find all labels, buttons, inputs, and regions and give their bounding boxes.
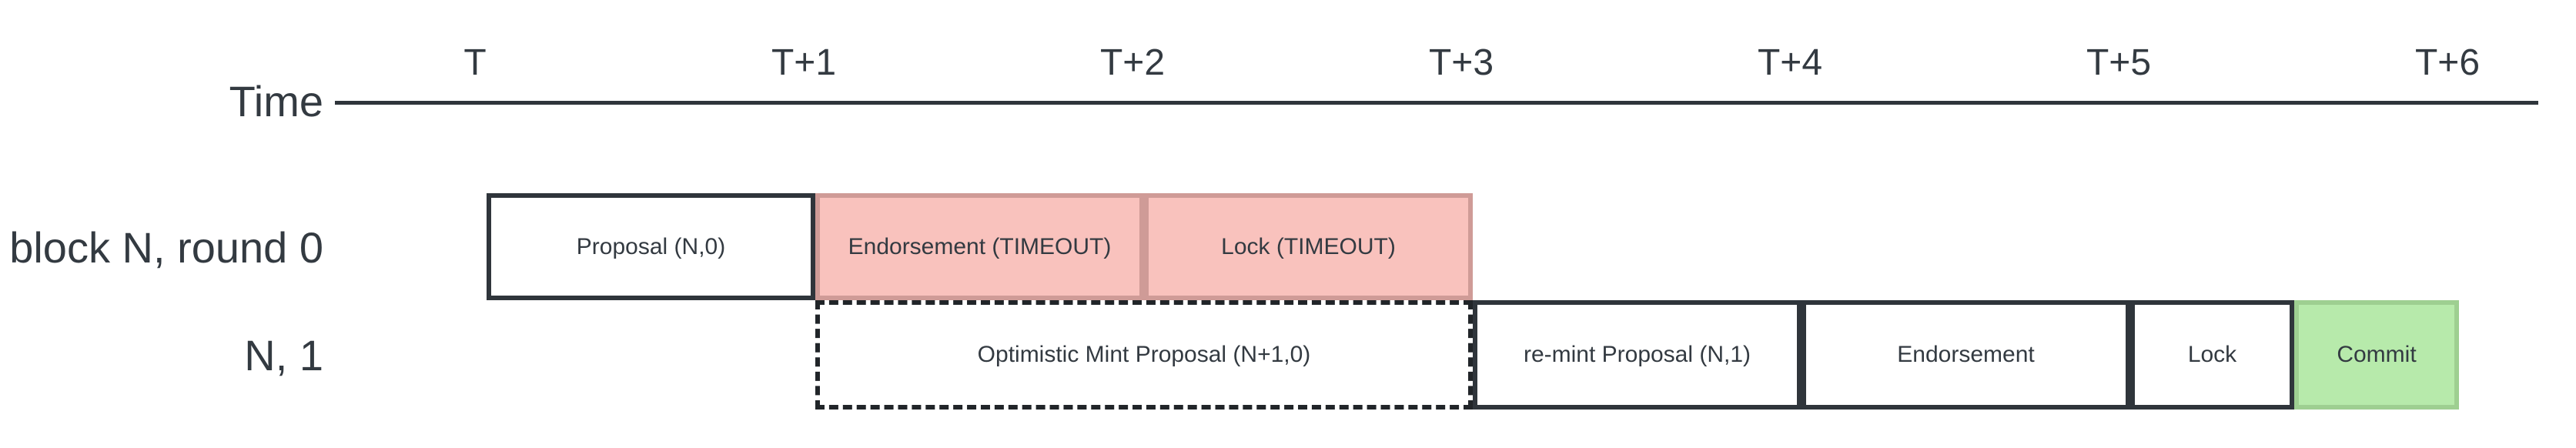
tick-label-t2: T+2: [1099, 42, 1166, 83]
tick-label-t1: T+1: [771, 42, 837, 83]
phase-box-remint-proposal: re-mint Proposal (N,1): [1473, 300, 1802, 410]
row-label-block-n-round-0: block N, round 0: [9, 223, 323, 272]
phase-box-proposal-n0: Proposal (N,0): [487, 193, 815, 300]
phase-box-optimistic-mint-proposal: Optimistic Mint Proposal (N+1,0): [815, 300, 1473, 410]
phase-box-commit: Commit: [2294, 300, 2459, 410]
phase-box-label: Commit: [2337, 342, 2417, 367]
phase-box-label: Endorsement: [1897, 342, 2035, 367]
phase-box-label: re-mint Proposal (N,1): [1523, 342, 1751, 367]
tick-label-t5: T+5: [2086, 42, 2152, 83]
phase-box-lock-timeout: Lock (TIMEOUT): [1144, 193, 1473, 300]
row-label-n-1: N, 1: [244, 331, 323, 379]
phase-box-lock: Lock: [2130, 300, 2294, 410]
phase-box-label: Proposal (N,0): [576, 233, 726, 259]
phase-box-endorsement: Endorsement: [1802, 300, 2130, 410]
tick-label-t6: T+6: [2414, 42, 2481, 83]
tick-label-t0: T: [463, 42, 487, 83]
phase-box-endorsement-timeout: Endorsement (TIMEOUT): [815, 193, 1144, 300]
phase-box-label: Endorsement (TIMEOUT): [848, 233, 1112, 259]
phase-box-label: Lock (TIMEOUT): [1221, 233, 1396, 259]
time-axis-title: Time: [229, 77, 323, 125]
phase-box-label: Lock: [2187, 342, 2237, 367]
tick-label-t3: T+3: [1428, 42, 1494, 83]
tick-label-t4: T+4: [1757, 42, 1823, 83]
phase-box-label: Optimistic Mint Proposal (N+1,0): [977, 342, 1311, 367]
time-axis-line: [335, 101, 2538, 105]
